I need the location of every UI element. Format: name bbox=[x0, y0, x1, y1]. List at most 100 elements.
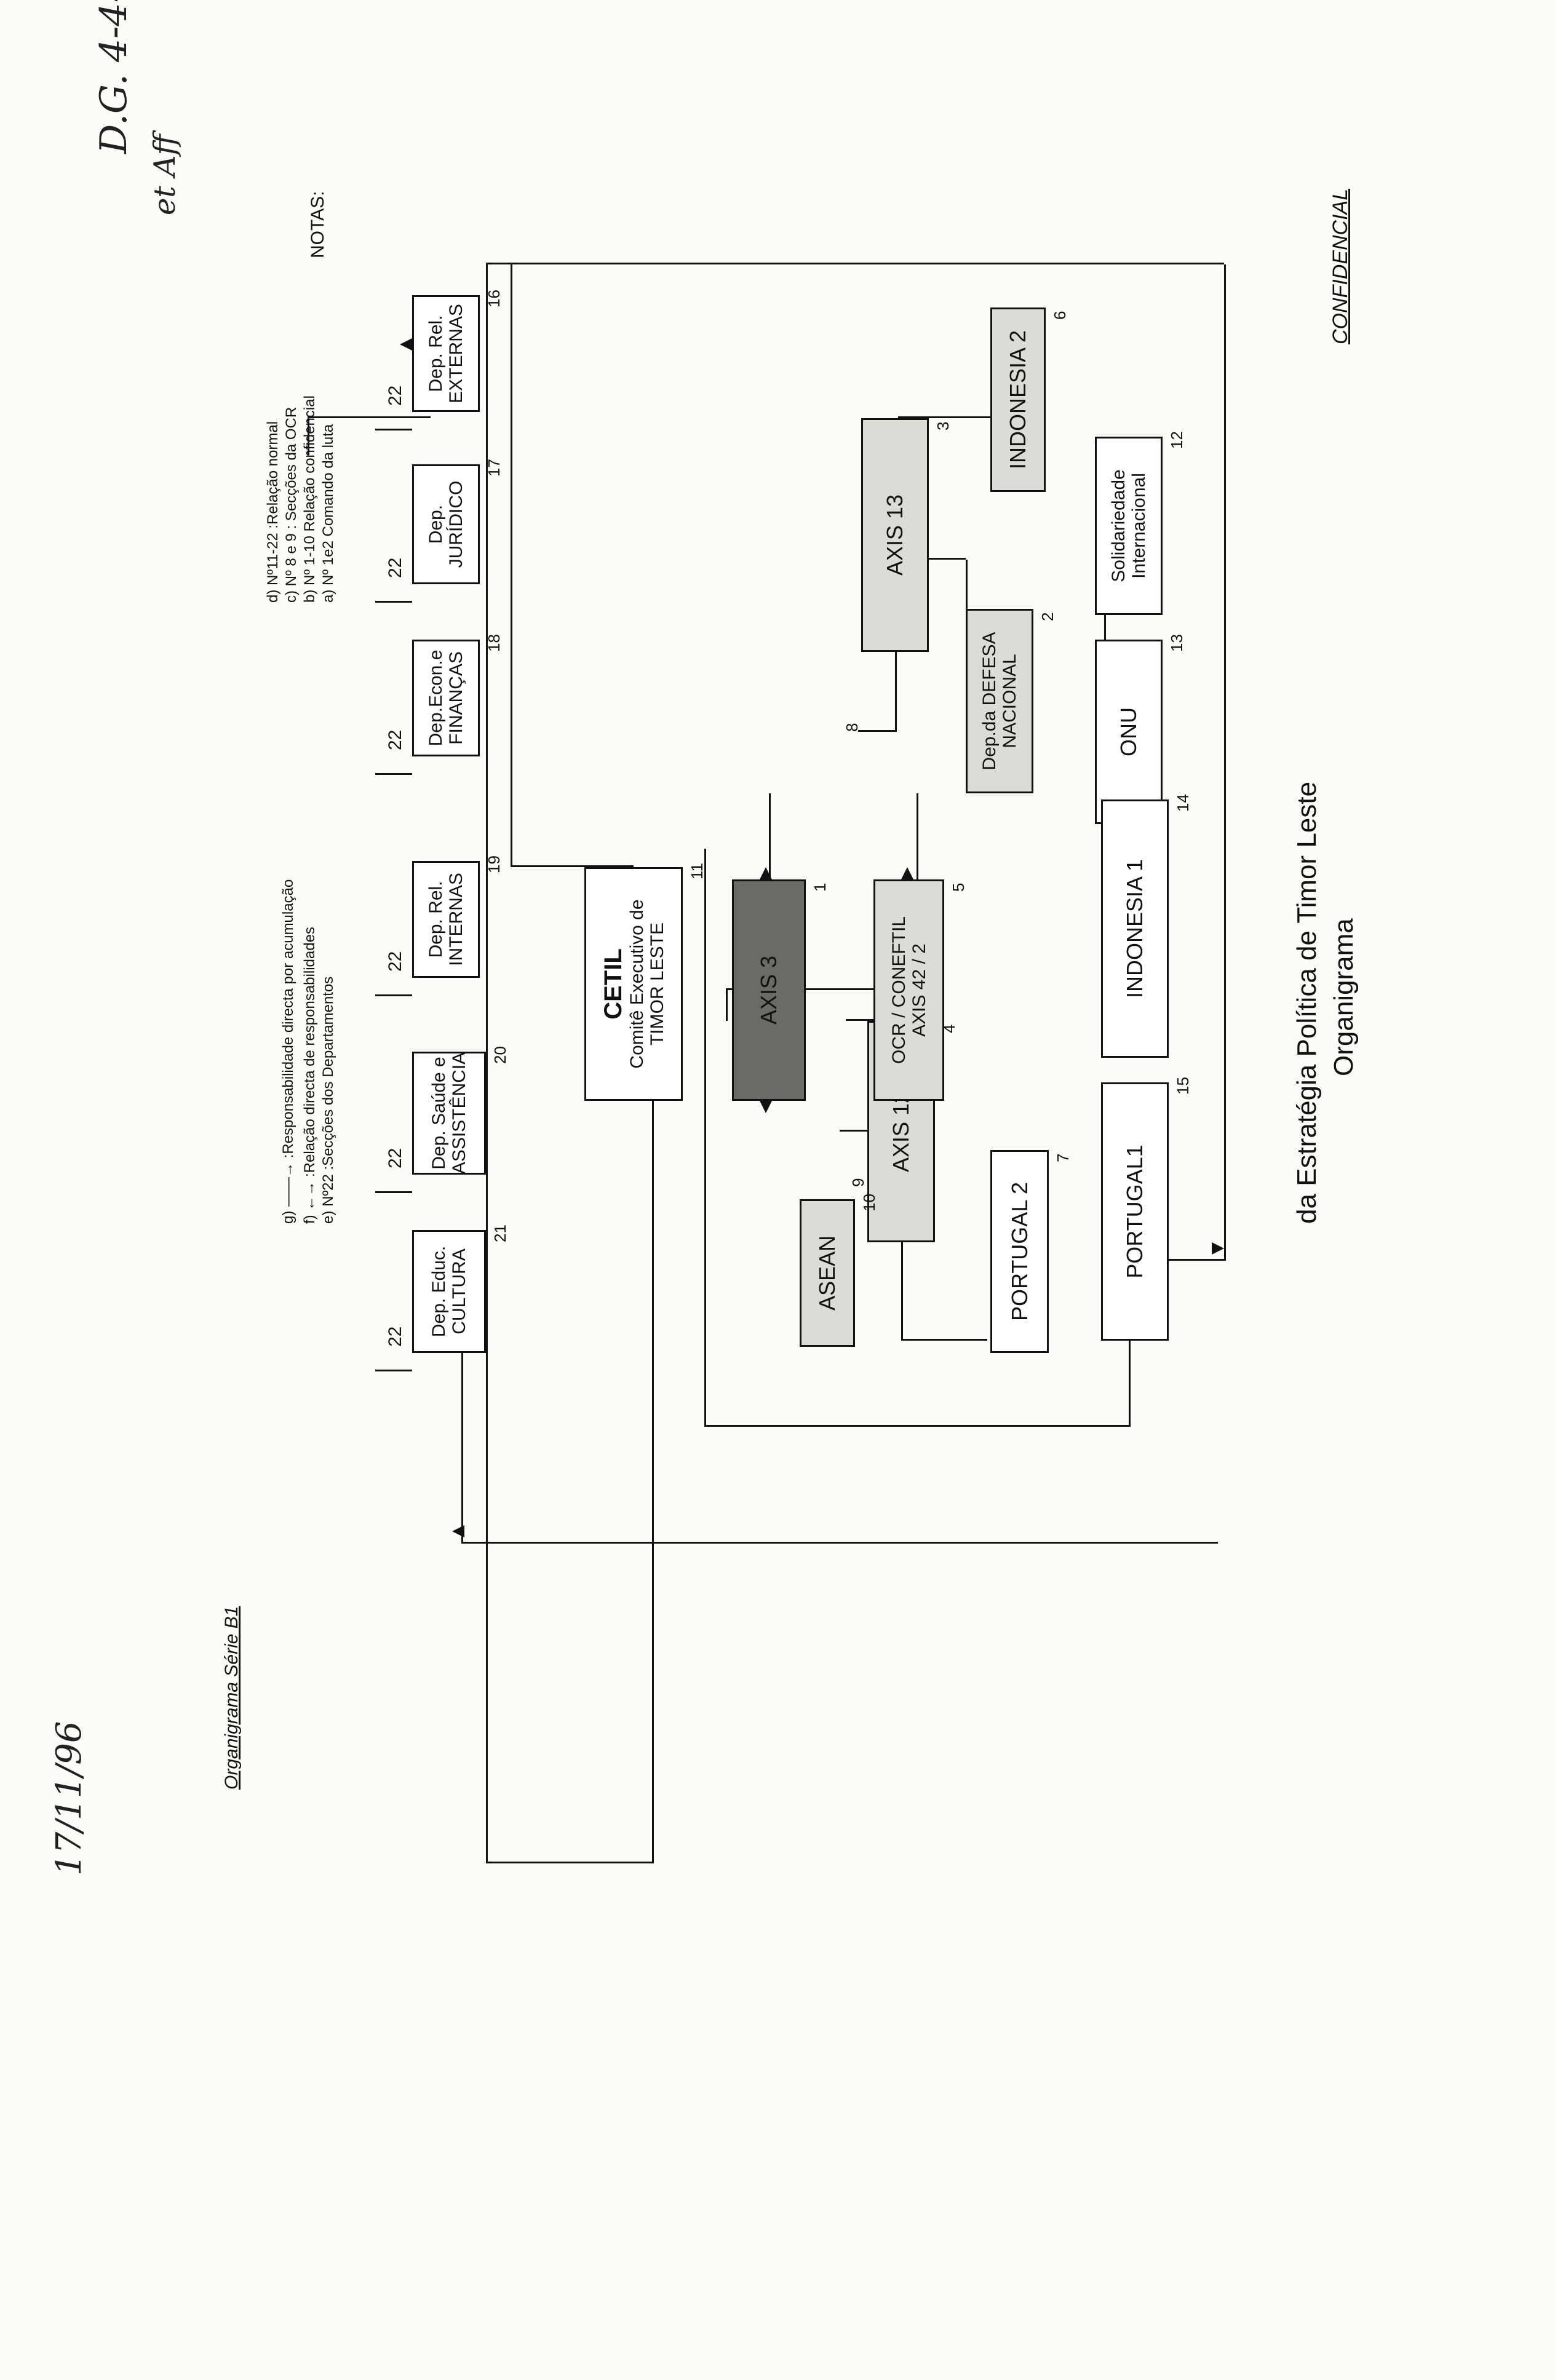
org-box-label-line: PORTUGAL1 bbox=[1122, 1144, 1148, 1279]
connector-line bbox=[966, 560, 968, 609]
connector-line bbox=[895, 652, 897, 732]
connector-line bbox=[1169, 1259, 1224, 1261]
connector-line bbox=[652, 1101, 654, 1863]
connector-line bbox=[929, 558, 966, 560]
org-box-number: 1 bbox=[811, 883, 829, 892]
org-box-label-line: ASEAN bbox=[814, 1235, 840, 1311]
org-box-label-line: Dep. Rel. bbox=[426, 881, 446, 958]
org-box-label-line: Comitê Executivo de bbox=[627, 899, 647, 1069]
org-box-13: ONU bbox=[1095, 640, 1163, 824]
connector-line bbox=[917, 793, 918, 879]
department-section-label: 22 bbox=[385, 1326, 405, 1347]
org-box-label-line: INTERNAS bbox=[446, 873, 466, 966]
org-box-number: 3 bbox=[934, 421, 952, 430]
org-box-number: 21 bbox=[491, 1224, 509, 1242]
connector-line bbox=[486, 263, 1224, 264]
org-box-label-line: PORTUGAL 2 bbox=[1006, 1181, 1032, 1322]
org-box-label-line: CULTURA bbox=[449, 1248, 469, 1335]
note-f: f) ←→ :Relação directa de responsabilida… bbox=[301, 927, 318, 1224]
org-box-label-line: Dep. bbox=[426, 504, 446, 544]
org-box-label-line: Solidariedade bbox=[1108, 469, 1129, 582]
org-box-15: PORTUGAL1 bbox=[1101, 1082, 1169, 1341]
note-e: e) Nº22 :Secções dos Departamentos bbox=[320, 976, 336, 1224]
org-box-label-line: ASSISTÊNCIA bbox=[449, 1052, 469, 1175]
org-box-16: Dep. Rel.EXTERNAS bbox=[412, 295, 480, 412]
org-box-label-line: Dep. Rel. bbox=[426, 315, 446, 392]
org-box-label-line: FINANÇAS bbox=[446, 651, 466, 745]
arrow-head-icon bbox=[1212, 1242, 1224, 1255]
connector-line bbox=[769, 793, 771, 879]
department-section-tick bbox=[375, 601, 412, 603]
chart-title: Organigrama bbox=[1329, 918, 1359, 1076]
org-box-10: ASEAN bbox=[800, 1199, 855, 1347]
org-box-label-line: NACIONAL bbox=[1000, 654, 1020, 748]
org-box-label-line: Dep. Educ. bbox=[429, 1245, 449, 1338]
org-box-label-line: AXIS 3 bbox=[756, 955, 782, 1025]
handwritten-initials-top-2: et Aff bbox=[148, 134, 182, 215]
org-box-number: 5 bbox=[949, 883, 968, 892]
department-section-label: 22 bbox=[385, 729, 405, 750]
connector-line bbox=[511, 264, 512, 867]
org-box-number: 7 bbox=[1054, 1153, 1072, 1162]
org-box-number: 2 bbox=[1038, 612, 1057, 621]
org-box-label-line: Internacional bbox=[1129, 473, 1149, 579]
arrow-head-icon bbox=[901, 867, 913, 879]
department-section-tick bbox=[375, 994, 412, 996]
org-box-number: 10 bbox=[860, 1194, 878, 1212]
connector-line bbox=[704, 1425, 1129, 1427]
org-box-number: 13 bbox=[1167, 634, 1186, 652]
department-section-tick bbox=[375, 1370, 412, 1371]
org-box-21: Dep. Educ.CULTURA bbox=[412, 1230, 486, 1353]
org-box-label-line: Dep.Econ.e bbox=[426, 649, 446, 747]
connector-line bbox=[1129, 1341, 1131, 1427]
org-box-17: Dep.JURÍDICO bbox=[412, 464, 480, 584]
connector-line bbox=[486, 264, 488, 1863]
org-box-number: 15 bbox=[1174, 1077, 1192, 1095]
org-box-number: 16 bbox=[485, 290, 503, 307]
ocr-section-label: 8 bbox=[843, 723, 861, 732]
org-box-19: Dep. Rel.INTERNAS bbox=[412, 861, 480, 978]
org-box-1: AXIS 3 bbox=[732, 879, 806, 1101]
org-box-6: INDONESIA 2 bbox=[990, 307, 1046, 492]
note-d: d) Nº11-22 :Relação normal bbox=[264, 421, 281, 603]
org-box-number: 14 bbox=[1174, 794, 1192, 812]
arrow-head-icon bbox=[760, 1101, 772, 1113]
arrow-head-icon bbox=[452, 1525, 464, 1537]
org-box-label-line: INDONESIA 2 bbox=[1005, 330, 1031, 470]
org-box-number: 6 bbox=[1051, 311, 1069, 320]
department-section-tick bbox=[375, 773, 412, 775]
department-section-tick bbox=[375, 1191, 412, 1193]
org-box-number: 17 bbox=[485, 459, 503, 477]
connector-line bbox=[461, 1353, 463, 1544]
org-box-label-line: CETIL bbox=[600, 948, 627, 1020]
chart-subtitle: da Estratégia Política de Timor Leste bbox=[1292, 781, 1322, 1224]
connector-line bbox=[1224, 264, 1226, 1261]
confidential-label: CONFIDENCIAL bbox=[1329, 188, 1352, 344]
note-b: b) Nº 1-10 Relação confidencial bbox=[301, 395, 318, 603]
org-box-number: 12 bbox=[1167, 431, 1186, 449]
department-section-label: 22 bbox=[385, 951, 405, 972]
org-box-number: 20 bbox=[491, 1046, 509, 1064]
notes-heading: NOTAS: bbox=[308, 191, 328, 258]
org-box-14: INDONESIA 1 bbox=[1101, 799, 1169, 1058]
org-box-label-line: AXIS 42 / 2 bbox=[909, 943, 929, 1037]
org-box-number: 19 bbox=[485, 855, 503, 873]
department-section-label: 22 bbox=[385, 1148, 405, 1168]
department-section-tick bbox=[375, 429, 412, 430]
connector-line bbox=[486, 1862, 652, 1863]
org-box-label-line: AXIS 13 bbox=[882, 494, 908, 576]
connector-line bbox=[726, 990, 728, 1021]
connector-line bbox=[901, 1339, 987, 1341]
org-box-number: 11 bbox=[688, 863, 706, 879]
org-box-label-line: Dep. Saúde e bbox=[429, 1057, 449, 1170]
org-box-number: 18 bbox=[485, 634, 503, 652]
org-box-label-line: Dep.da DEFESA bbox=[979, 632, 1000, 771]
handwritten-initials-top: D.G. 4-4-97 bbox=[92, 0, 135, 154]
